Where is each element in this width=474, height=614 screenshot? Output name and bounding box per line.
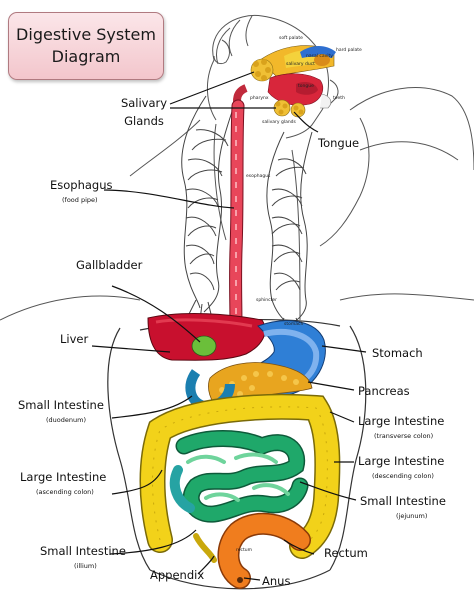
appendix xyxy=(193,533,217,563)
label-esophagus: Esophagus xyxy=(50,178,113,192)
tiny-label-hard-palate: hard palate xyxy=(336,48,362,53)
label-rectum: Rectum xyxy=(324,546,368,560)
note-transverse-colon: (transverse colon) xyxy=(374,432,434,440)
gallbladder xyxy=(191,335,217,357)
oral-cavity xyxy=(233,45,336,118)
note-ascending-colon: (ascending colon) xyxy=(36,488,94,496)
label-appendix: Appendix xyxy=(150,568,205,582)
small-intestine xyxy=(169,430,309,523)
tiny-label-teeth: teeth xyxy=(333,96,345,101)
label-salivary-glands: Salivary Glands xyxy=(118,96,170,128)
note-duodenum: (duodenum) xyxy=(46,416,86,424)
label-small-intestine-jejunum: Small Intestine xyxy=(360,494,446,508)
title-line-2: Diagram xyxy=(51,47,121,66)
note-descending-colon: (descending colon) xyxy=(372,472,434,480)
label-large-intestine-transverse: Large Intestine xyxy=(358,414,445,428)
tiny-label-stomach: stomach xyxy=(284,322,304,327)
right-braid xyxy=(266,131,313,336)
label-salivary-glands-line2: Glands xyxy=(124,114,164,128)
label-large-intestine-descending: Large Intestine xyxy=(358,454,445,468)
title-box: Digestive System Diagram xyxy=(8,12,164,80)
tiny-label-sphincter: sphincter xyxy=(256,298,278,303)
label-salivary-glands-line1: Salivary xyxy=(120,96,168,110)
tiny-label-soft-palate: soft palate xyxy=(279,36,303,41)
label-tongue: Tongue xyxy=(318,136,360,150)
tiny-label-esophagus: esophagus xyxy=(246,174,271,179)
label-small-intestine-duodenum: Small Intestine xyxy=(18,398,104,412)
tiny-label-rectum: rectum xyxy=(236,548,252,553)
note-illium: (illium) xyxy=(74,562,97,570)
title-line-1: Digestive System xyxy=(16,25,156,44)
label-gallbladder: Gallbladder xyxy=(76,258,143,272)
tiny-label-nasal-cavity: nasal cavity xyxy=(306,54,333,59)
label-liver: Liver xyxy=(60,332,89,346)
tiny-label-salivary-glands: salivary glands xyxy=(262,120,296,125)
label-small-intestine-illium: Small Intestine xyxy=(40,544,126,558)
tiny-label-pharynx: pharynx xyxy=(250,96,269,101)
label-stomach: Stomach xyxy=(372,346,423,360)
label-large-intestine-ascending: Large Intestine xyxy=(20,470,107,484)
label-pancreas: Pancreas xyxy=(358,384,410,398)
tiny-label-salivary-duct: salivary duct xyxy=(286,62,315,67)
note-jejunum: (jejunum) xyxy=(396,512,428,520)
anus xyxy=(237,577,243,583)
label-anus: Anus xyxy=(262,574,291,588)
note-esophagus: (food pipe) xyxy=(62,196,98,204)
left-braid xyxy=(181,95,237,321)
leader-lines xyxy=(91,71,367,581)
tiny-label-tongue: tongue xyxy=(298,84,314,89)
